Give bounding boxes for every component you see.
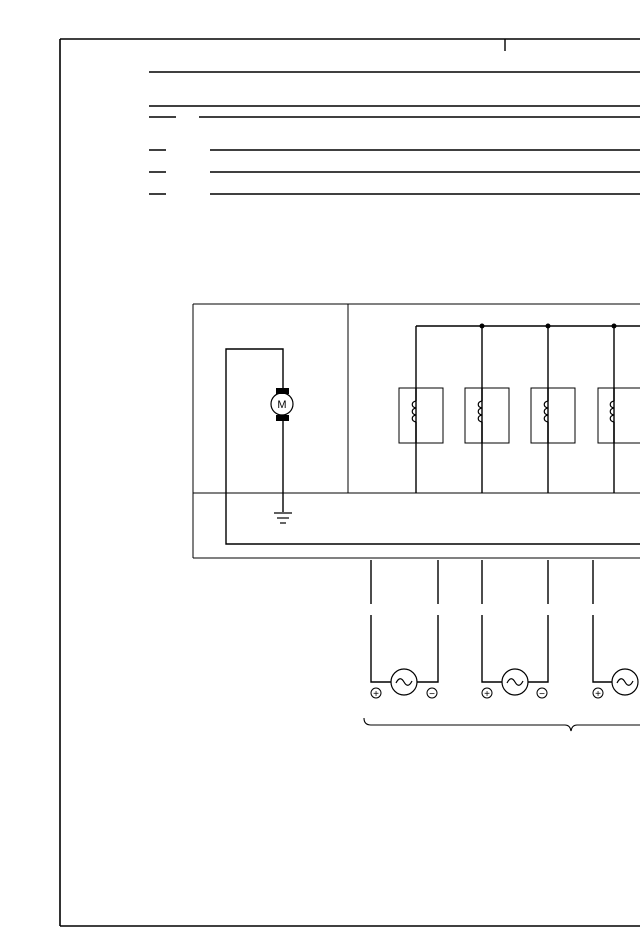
- ac-sensor-3: +: [592, 615, 639, 700]
- relay-coil-4: [597, 326, 640, 493]
- ac-source-icon: [611, 668, 639, 696]
- motor-brush-top: [276, 388, 289, 394]
- motor-brush-bottom: [276, 415, 289, 421]
- ac-source-icon: [390, 668, 418, 696]
- sensor-positive-label: +: [484, 689, 490, 700]
- relay-coil-2: [464, 326, 510, 493]
- sensor-positive-label: +: [595, 689, 601, 700]
- ac-sensor-1: + −: [370, 615, 439, 700]
- relay-coil-1: [398, 326, 444, 493]
- sensor-positive-label: +: [373, 689, 379, 700]
- motor-label: M: [277, 399, 286, 411]
- motor-symbol: [270, 392, 294, 416]
- sensor-leads: [370, 560, 594, 604]
- coil-bus: [416, 323, 640, 329]
- relay-coil-3: [530, 326, 576, 493]
- ground-icon: [274, 512, 292, 524]
- ac-source-icon: [501, 668, 529, 696]
- ac-sensor-2: + −: [481, 615, 549, 700]
- sensor-group-brace: [363, 717, 640, 732]
- page-border: [59, 38, 640, 927]
- sensor-negative-label: −: [539, 689, 545, 700]
- header-rules: [149, 71, 640, 195]
- sensor-negative-label: −: [429, 689, 435, 700]
- motor-circuit: M: [225, 348, 640, 545]
